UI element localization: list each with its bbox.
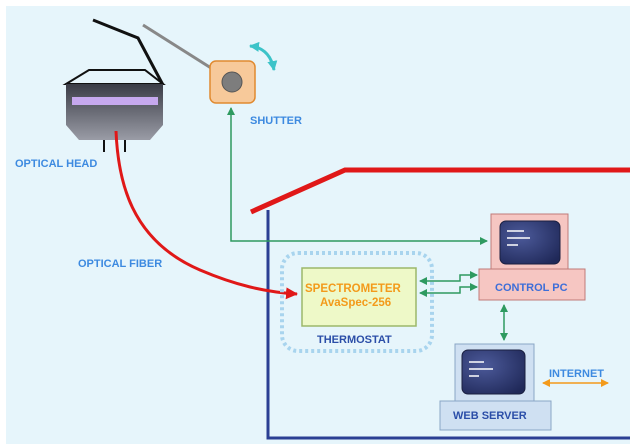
optical-head-label: OPTICAL HEAD <box>15 158 98 170</box>
spectrometer-pc-links <box>419 271 478 297</box>
spectrometer-label: SPECTROMETER <box>305 283 401 295</box>
optical-head <box>62 69 166 152</box>
thermostat-label: THERMOSTAT <box>317 334 392 346</box>
spectrometer-box <box>301 267 417 327</box>
shutter-label: SHUTTER <box>250 115 302 127</box>
web-server <box>439 343 552 431</box>
internet-label: INTERNET <box>549 368 604 380</box>
shutter-control-link <box>227 107 488 245</box>
control-pc <box>478 213 586 301</box>
wall-line <box>266 210 630 440</box>
web-server-label: WEB SERVER <box>453 410 527 422</box>
optical-fiber-label: OPTICAL FIBER <box>78 258 163 270</box>
thermostat-enclosure <box>280 251 434 353</box>
shutter-rotation-arrow <box>249 41 278 71</box>
roof-line <box>249 167 630 215</box>
control-pc-label: CONTROL PC <box>495 282 568 294</box>
shutter-box <box>209 60 256 104</box>
spectrometer-model-label: AvaSpec-256 <box>320 297 392 309</box>
optical-fiber-line <box>114 130 298 300</box>
